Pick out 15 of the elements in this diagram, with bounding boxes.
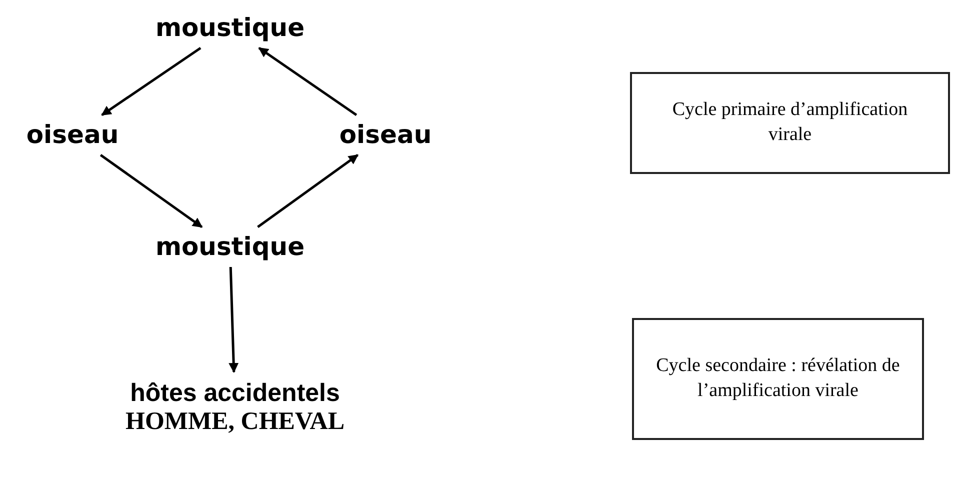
box-label: Cycle primaire d’amplification virale — [671, 98, 909, 147]
node-label: oiseau — [26, 120, 119, 150]
arrow — [258, 46, 358, 116]
arrow — [228, 266, 239, 373]
node-label: moustique — [155, 13, 305, 43]
arrow — [257, 154, 359, 228]
node-label: HOMME, CHEVAL — [126, 408, 344, 437]
text-box — [630, 72, 950, 174]
box-label: Cycle secondaire : révélation de l’amplification virale — [655, 354, 901, 403]
text-box — [632, 318, 924, 440]
node-label: moustique — [155, 232, 305, 262]
arrow — [101, 46, 202, 116]
arrow — [100, 154, 203, 228]
node-label: hôtes accidentels — [130, 379, 340, 408]
node-label: oiseau — [339, 120, 432, 150]
